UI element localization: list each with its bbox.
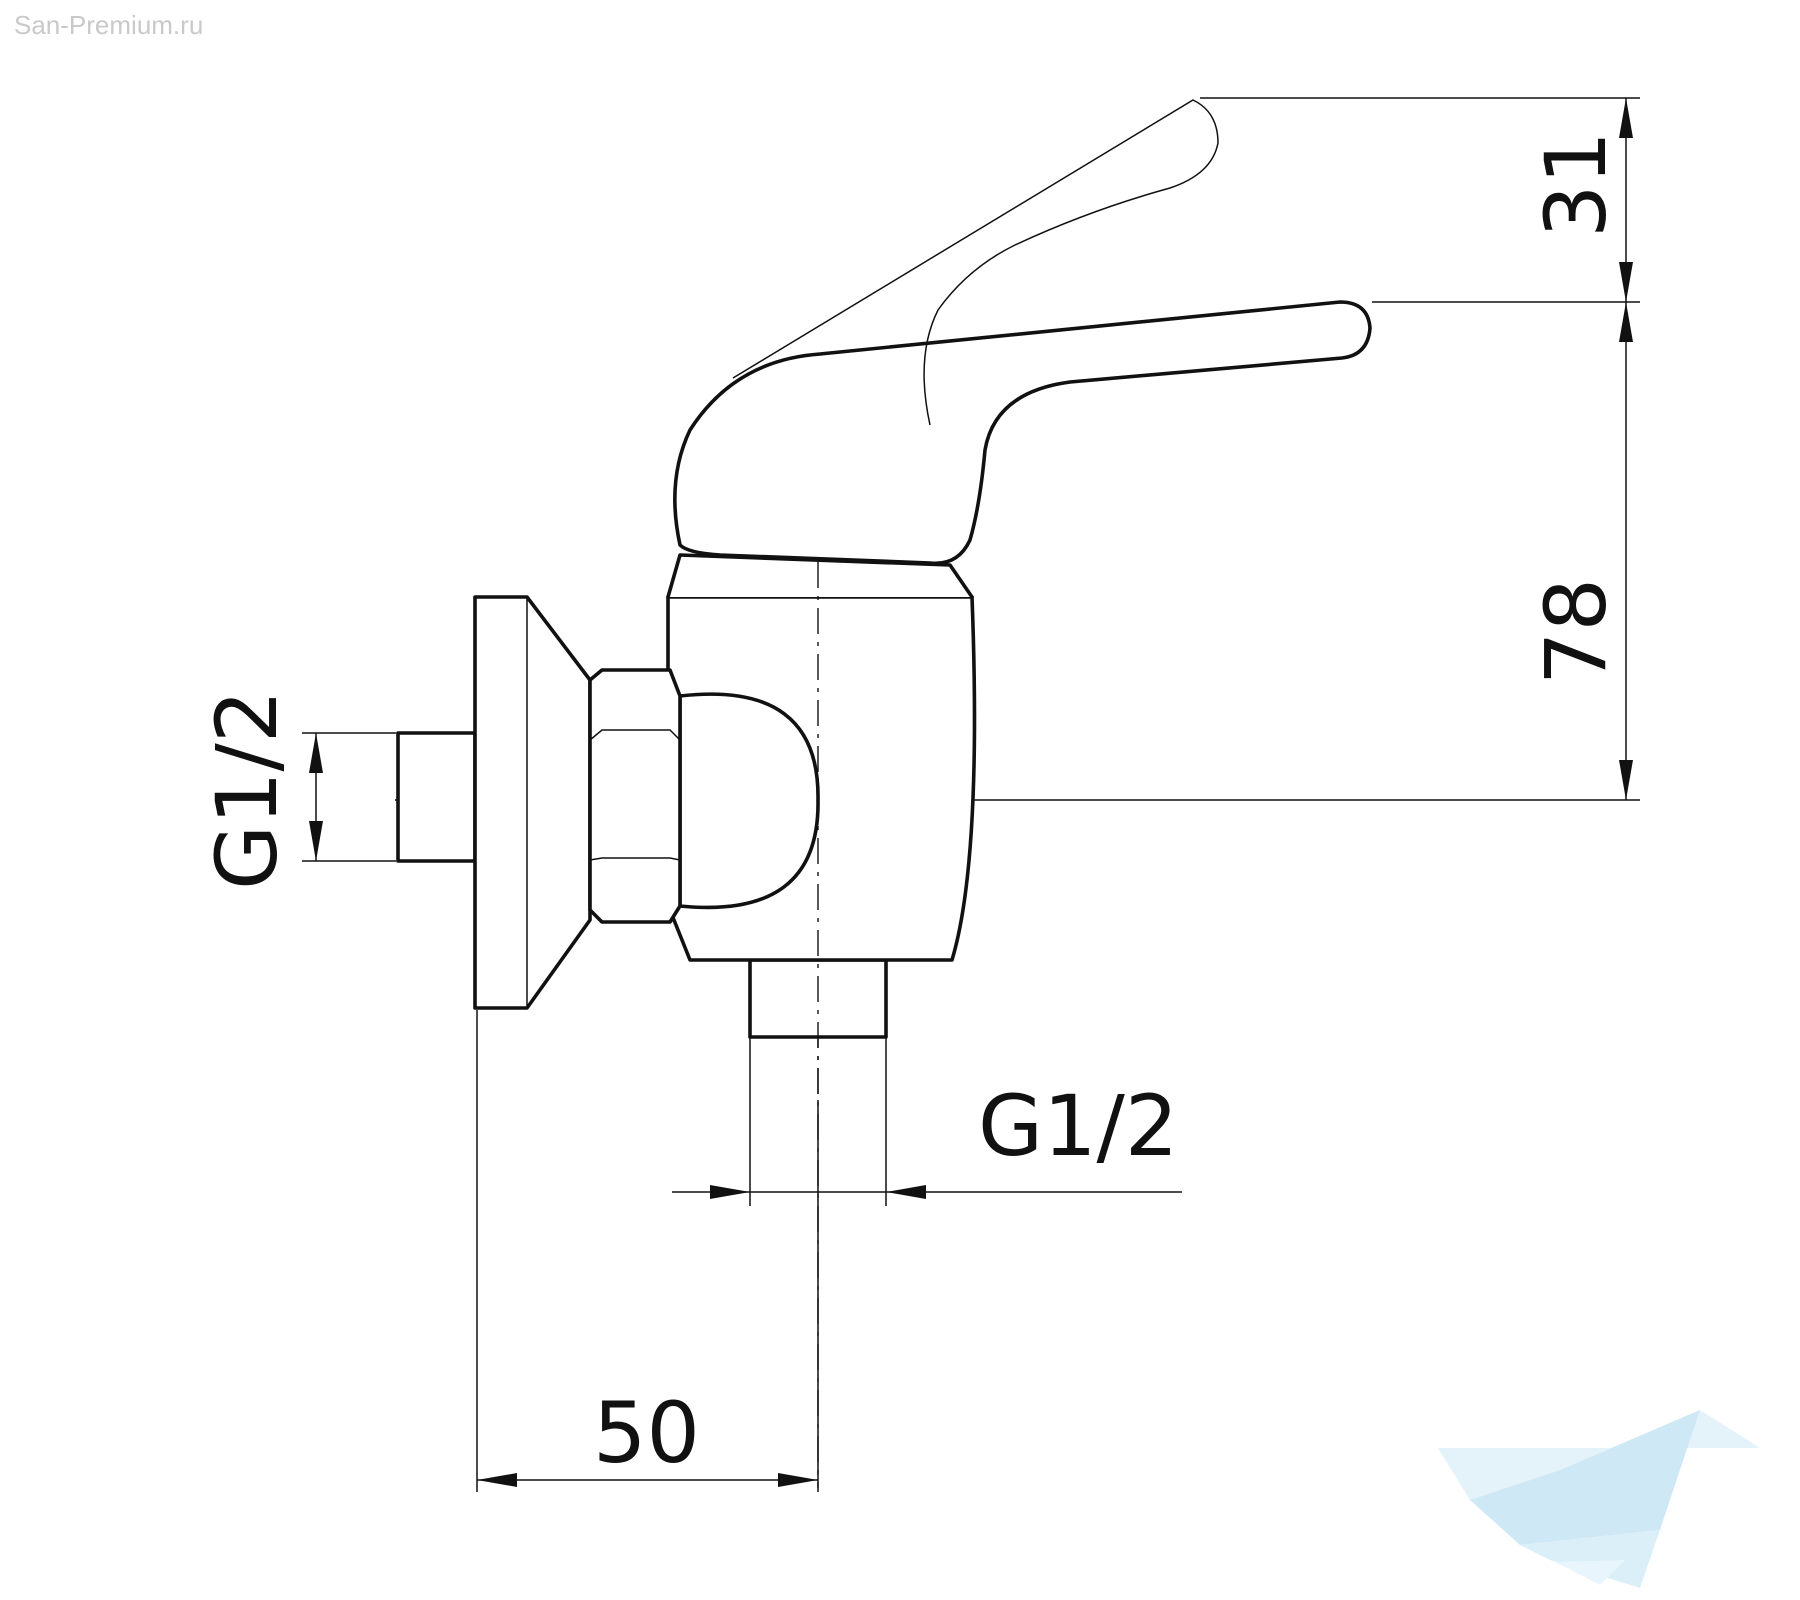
dimension-body-height: 78 xyxy=(1527,578,1625,685)
arrow-body-bottom xyxy=(1619,760,1633,800)
arrow-handle-top xyxy=(1619,98,1633,138)
hex-nut-facet-top xyxy=(589,729,681,741)
hex-nut xyxy=(588,668,682,924)
arrow-inlet-bottom xyxy=(309,821,323,861)
mixer-body xyxy=(588,470,977,1100)
bathtub-logo-icon xyxy=(1438,1410,1760,1588)
arrow-outlet-right xyxy=(886,1185,926,1199)
flange-cone xyxy=(473,595,592,1010)
wall-flange xyxy=(396,595,592,1010)
nut-dome xyxy=(678,692,820,910)
arrow-outlet-left xyxy=(710,1185,750,1199)
vertical-dimensions: 31 78 xyxy=(972,97,1640,801)
inlet-pipe-stub xyxy=(396,731,477,863)
dimension-handle-rise: 31 xyxy=(1527,131,1625,238)
lever-handle-raised xyxy=(732,99,1219,426)
dimension-inlet-thread: G1/2 xyxy=(198,690,296,890)
arrow-width-left xyxy=(477,1473,517,1487)
hex-nut-facet-bottom xyxy=(589,857,681,861)
watermark-site-text: San-Premium.ru xyxy=(14,10,203,40)
arrow-body-top xyxy=(1619,302,1633,342)
arrow-handle-rise-bottom xyxy=(1619,262,1633,302)
arrow-width-right xyxy=(778,1473,818,1487)
dimension-outlet-thread: G1/2 xyxy=(978,1077,1178,1175)
outlet-thread-dimension: G1/2 xyxy=(672,1037,1182,1206)
lever-handle-lowered xyxy=(673,300,1372,566)
dimension-width: 50 xyxy=(593,1384,700,1482)
lever-handle xyxy=(673,99,1372,566)
inlet-thread-dimension: G1/2 xyxy=(198,690,396,890)
width-dimension: 50 xyxy=(476,1010,819,1492)
arrow-inlet-top xyxy=(309,733,323,773)
